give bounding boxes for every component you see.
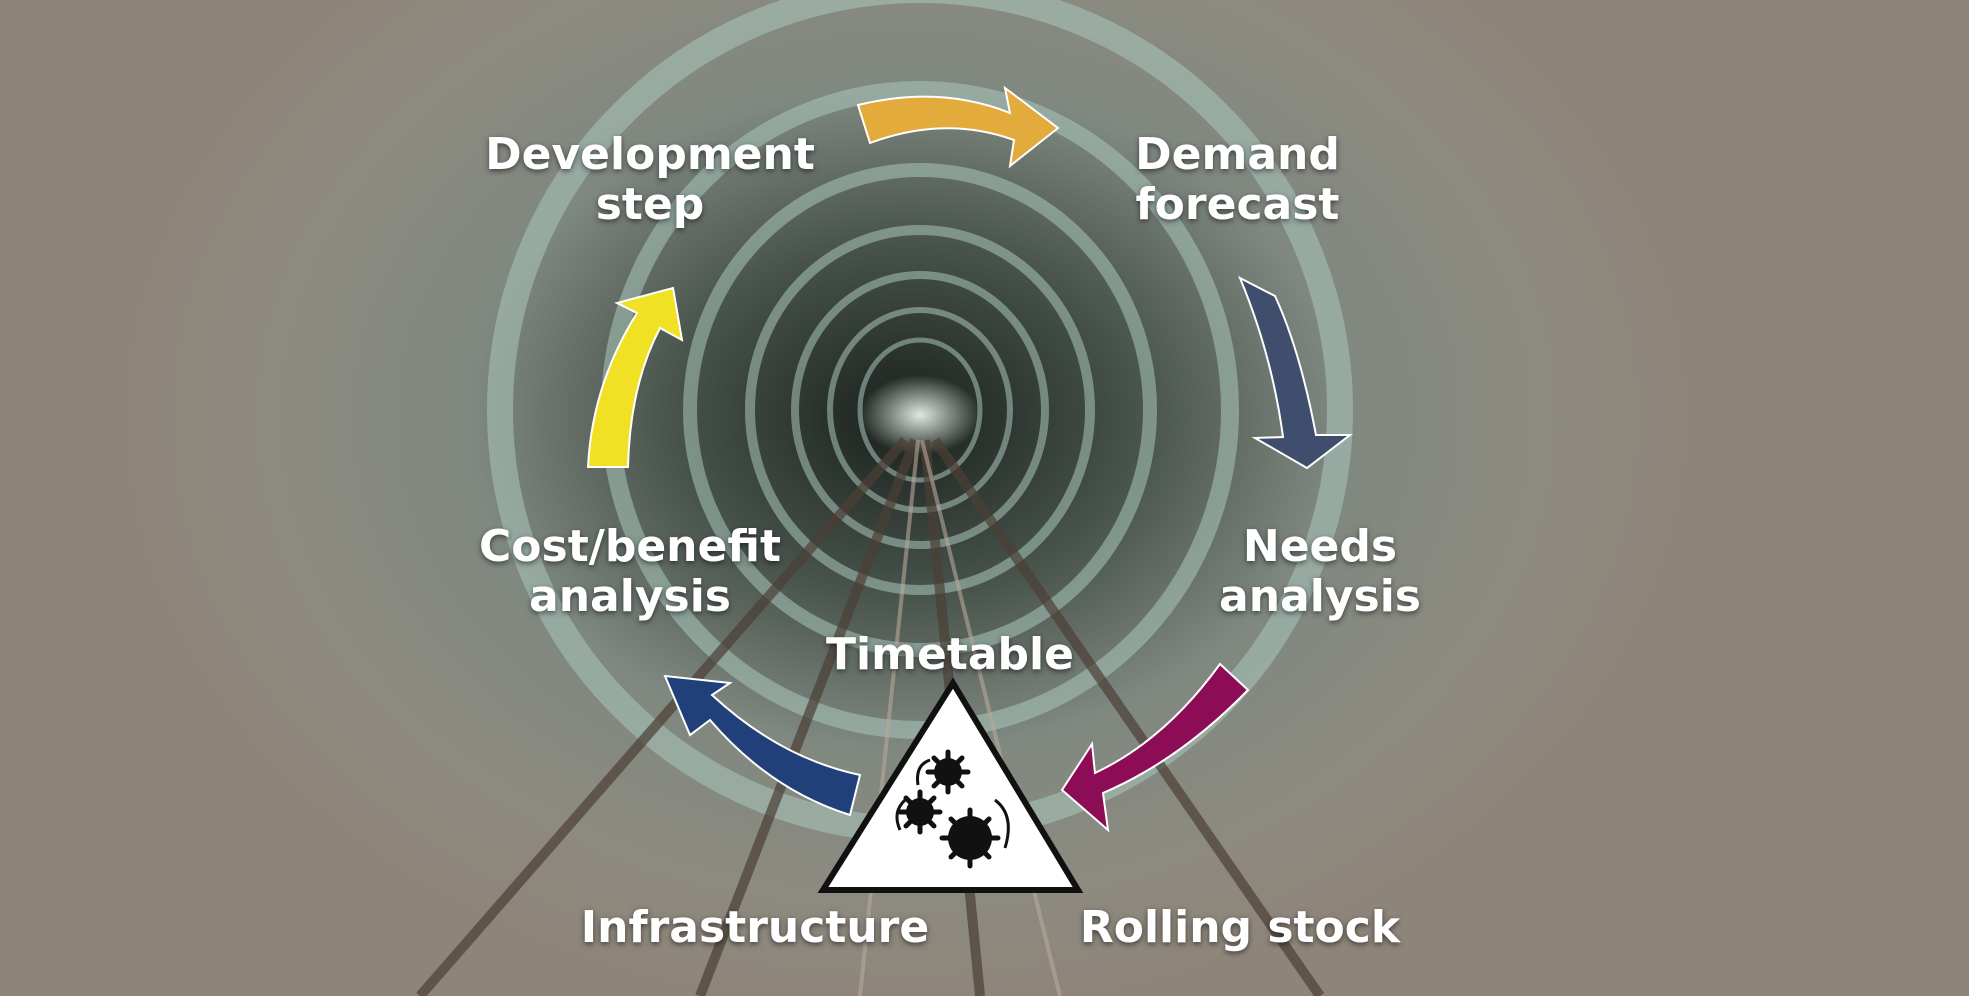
needs-line1: Needs [1242,521,1398,572]
timetable-triangle [817,677,1084,893]
timetable-text: Timetable [826,629,1074,680]
arrow-costbenefit-to-development [586,286,684,468]
development-line1: Development [485,129,815,180]
label-costbenefit-analysis: Cost/benefit analysis [465,522,795,622]
label-timetable: Timetable [810,630,1090,680]
rolling-stock-text: Rolling stock [1079,902,1401,953]
demand-line1: Demand [1135,129,1340,180]
rotation-arrow-icon [895,758,1010,849]
costbenefit-line1: Cost/benefit [479,521,781,572]
label-development-step: Development step [470,130,830,230]
arrow-demand-to-needs [1238,275,1353,470]
label-needs-analysis: Needs analysis [1190,522,1450,622]
label-demand-forecast: Demand forecast [1105,130,1370,230]
needs-line2: analysis [1219,571,1421,622]
development-line2: step [595,179,705,230]
infrastructure-text: Infrastructure [580,902,930,953]
arrow-triangle-to-costbenefit [663,674,862,817]
label-rolling-stock: Rolling stock [1050,903,1430,953]
gear-cog-icon [897,749,1001,869]
costbenefit-line2: analysis [529,571,731,622]
arrow-needs-to-triangle [1060,662,1250,833]
demand-line2: forecast [1135,179,1340,230]
arrow-development-to-demand [856,85,1060,169]
label-infrastructure: Infrastructure [555,903,955,953]
